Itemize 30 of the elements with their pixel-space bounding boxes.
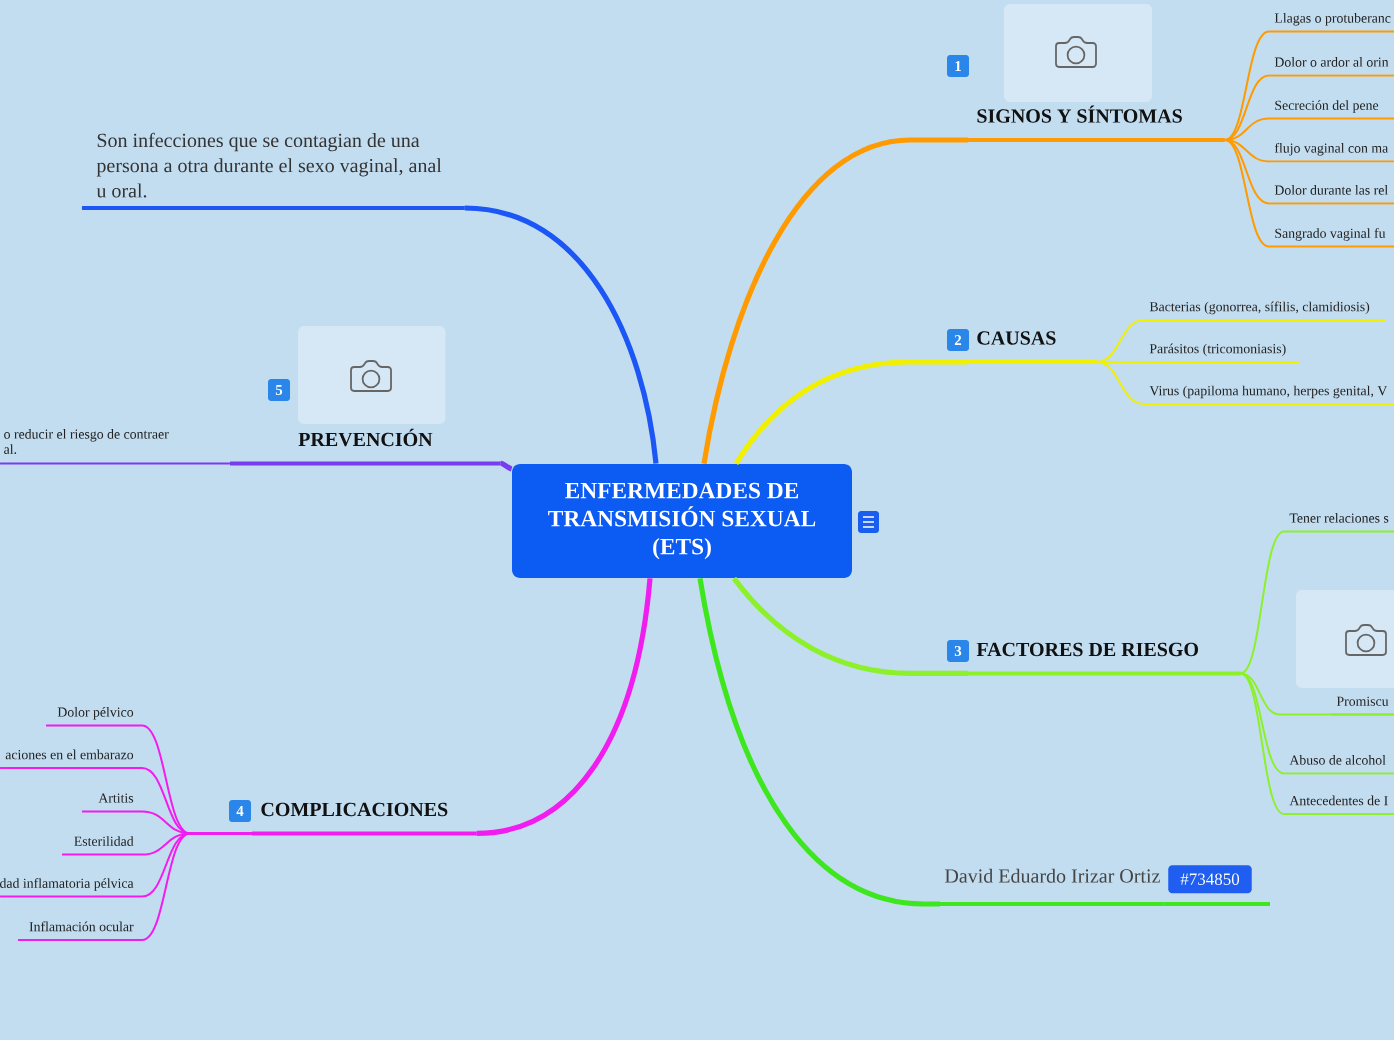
topic-title: SIGNOS Y SÍNTOMAS <box>968 105 1225 142</box>
topic-title: PREVENCIÓN <box>230 428 501 466</box>
description-text: Son infecciones que se contagian de una persona a otra durante el sexo vaginal, anal u oral. <box>82 132 465 210</box>
branch-line <box>731 576 968 676</box>
branch-line <box>1095 361 1145 405</box>
branch-line <box>1095 361 1145 363</box>
branch-line <box>1223 30 1270 141</box>
branch-line <box>464 205 659 464</box>
branch-line <box>1223 139 1270 248</box>
branch-line <box>141 832 253 941</box>
topic-title: FACTORES DE RIESGO <box>968 642 1241 676</box>
branch-line <box>1239 672 1394 716</box>
branch-line <box>733 359 968 466</box>
tag-badge: #734850 <box>1168 865 1252 894</box>
branch-line <box>697 577 940 907</box>
branch-line <box>1239 672 1285 815</box>
branch-line <box>1223 139 1270 205</box>
branch-line <box>1095 319 1145 363</box>
branch-line <box>476 578 653 836</box>
branch-line <box>1223 139 1270 163</box>
branch-line <box>701 137 968 465</box>
central-topic-box: ENFERMEDADES DE TRANSMISIÓN SEXUAL (ETS) <box>512 464 852 578</box>
topic-title: CAUSAS <box>968 331 1097 364</box>
branch-line <box>1239 672 1285 775</box>
topic-title: COMPLICACIONES <box>252 802 477 836</box>
author-name: David Eduardo Irizar Ortiz <box>940 868 1165 906</box>
branch-line <box>183 462 231 465</box>
branch-line <box>500 460 513 472</box>
branch-line <box>1223 74 1270 141</box>
branch-line <box>1239 530 1285 675</box>
